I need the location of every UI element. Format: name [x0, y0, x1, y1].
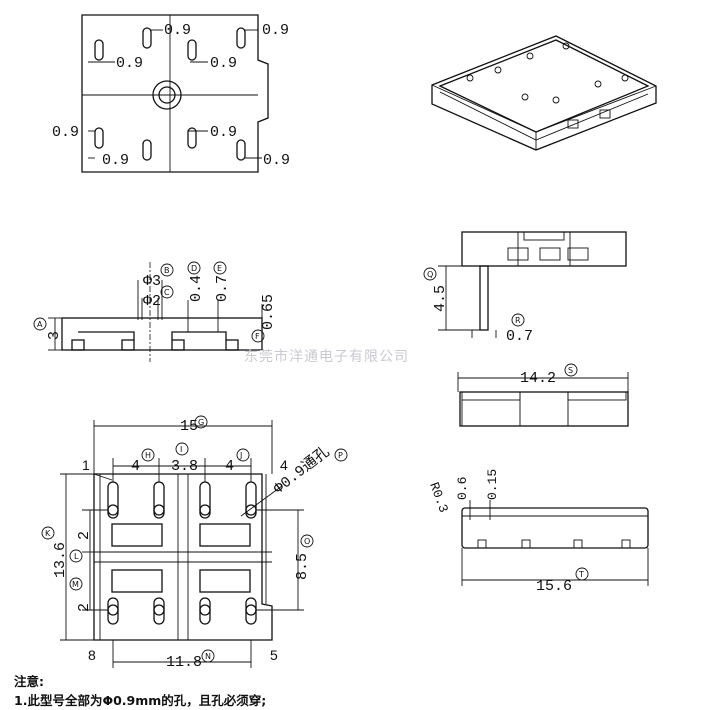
bottom-circle-t: T: [578, 570, 584, 579]
side-circle-f: F: [255, 332, 260, 341]
top-dim-3: 0.9: [116, 55, 143, 72]
bottom-h-value: 4: [131, 458, 140, 475]
bottom-circle-i: I: [180, 445, 182, 454]
bottom-circle-m: M: [72, 580, 79, 589]
bottom-circle-h: H: [145, 451, 151, 460]
side-phi2-label: Φ2: [143, 293, 161, 310]
notes-heading: 注意:: [14, 674, 44, 689]
side-circle-e: E: [217, 264, 222, 273]
pin-circle-q: Q: [427, 270, 433, 279]
pin-number-5: 5: [270, 647, 278, 663]
bottom-k-value: 13.6: [52, 542, 69, 578]
side-circle-b: B: [164, 266, 170, 275]
top-dim-8: 0.9: [263, 152, 290, 169]
bottom-circle-l: L: [74, 552, 79, 561]
bottom-circle-g: G: [198, 418, 204, 427]
radius-label: R0.3: [426, 480, 451, 514]
top-view: 0.9 0.9 0.9 0.9 0.9 0.9 0.9 0.9: [52, 14, 290, 173]
top-dim-5: 0.9: [52, 124, 79, 141]
width-circle-s: S: [568, 366, 573, 375]
pin-q-value: 4.5: [432, 285, 449, 312]
top-dim-7: 0.9: [102, 152, 129, 169]
bottom-l-value: 2: [76, 531, 93, 540]
bottom-circle-n: N: [205, 652, 211, 661]
center-hole-inner: [158, 86, 176, 104]
top-dim-2: 0.9: [262, 22, 289, 39]
side-a-value: 3: [46, 331, 63, 340]
pin-view: Q 4.5 R 0.7: [423, 231, 627, 345]
bottom-circle-o: O: [304, 537, 310, 546]
width-s-value: 14.2: [520, 370, 556, 387]
bottom-i-value: 3.8: [171, 458, 198, 475]
bottom-o-value: 8.5: [294, 553, 311, 580]
bottom-circle-p: P: [338, 451, 343, 460]
company-watermark: 东莞市洋通电子有限公司: [244, 348, 409, 365]
dim-06-label: 0.6: [455, 477, 470, 500]
bottom-m-value: 2: [76, 603, 93, 612]
side-circle-a: A: [37, 320, 43, 329]
top-dim-4: 0.9: [210, 55, 237, 72]
side-d-value: 0.4: [188, 275, 205, 302]
pin-circle-r: R: [515, 316, 521, 325]
side-f-value: 0.65: [260, 294, 277, 330]
pin-r-value: 0.7: [506, 328, 533, 345]
isometric-view: [431, 35, 657, 151]
top-dim-1: 0.9: [164, 22, 191, 39]
top-dim-6: 0.9: [210, 124, 237, 141]
side-circle-d: D: [191, 264, 197, 273]
bottom-j-value: 4: [225, 458, 234, 475]
pin-number-8: 8: [88, 647, 96, 663]
dim-015-label: 0.15: [485, 469, 500, 500]
bottom-n-value: 11.8: [166, 654, 202, 671]
width-view: 14.2 S: [457, 363, 629, 427]
bottom-side-view: 15.6 T R0.3 0.6 0.15: [426, 469, 649, 595]
bottom-t-value: 15.6: [536, 578, 572, 595]
pin-number-1: 1: [82, 457, 90, 473]
side-view: Φ3 B Φ2 C 0.4 D 0.7 E 0.65 F A 3: [33, 261, 277, 362]
notes-line-1: 1.此型号全部为Φ0.9mm的孔，且孔必须穿;: [14, 693, 267, 708]
bottom-circle-k: K: [45, 529, 51, 538]
side-e-value: 0.7: [214, 275, 231, 302]
side-phi3-label: Φ3: [143, 273, 161, 290]
bottom-circle-j: J: [239, 451, 242, 460]
bottom-g-value: 15: [180, 418, 198, 435]
side-circle-c: C: [164, 288, 170, 297]
bottom-view: 15 G 4 H 3.8 I 4 J K 13.6 2 L M 2: [41, 415, 348, 671]
pin-number-4: 4: [280, 457, 288, 473]
center-hole-outer: [152, 80, 182, 110]
